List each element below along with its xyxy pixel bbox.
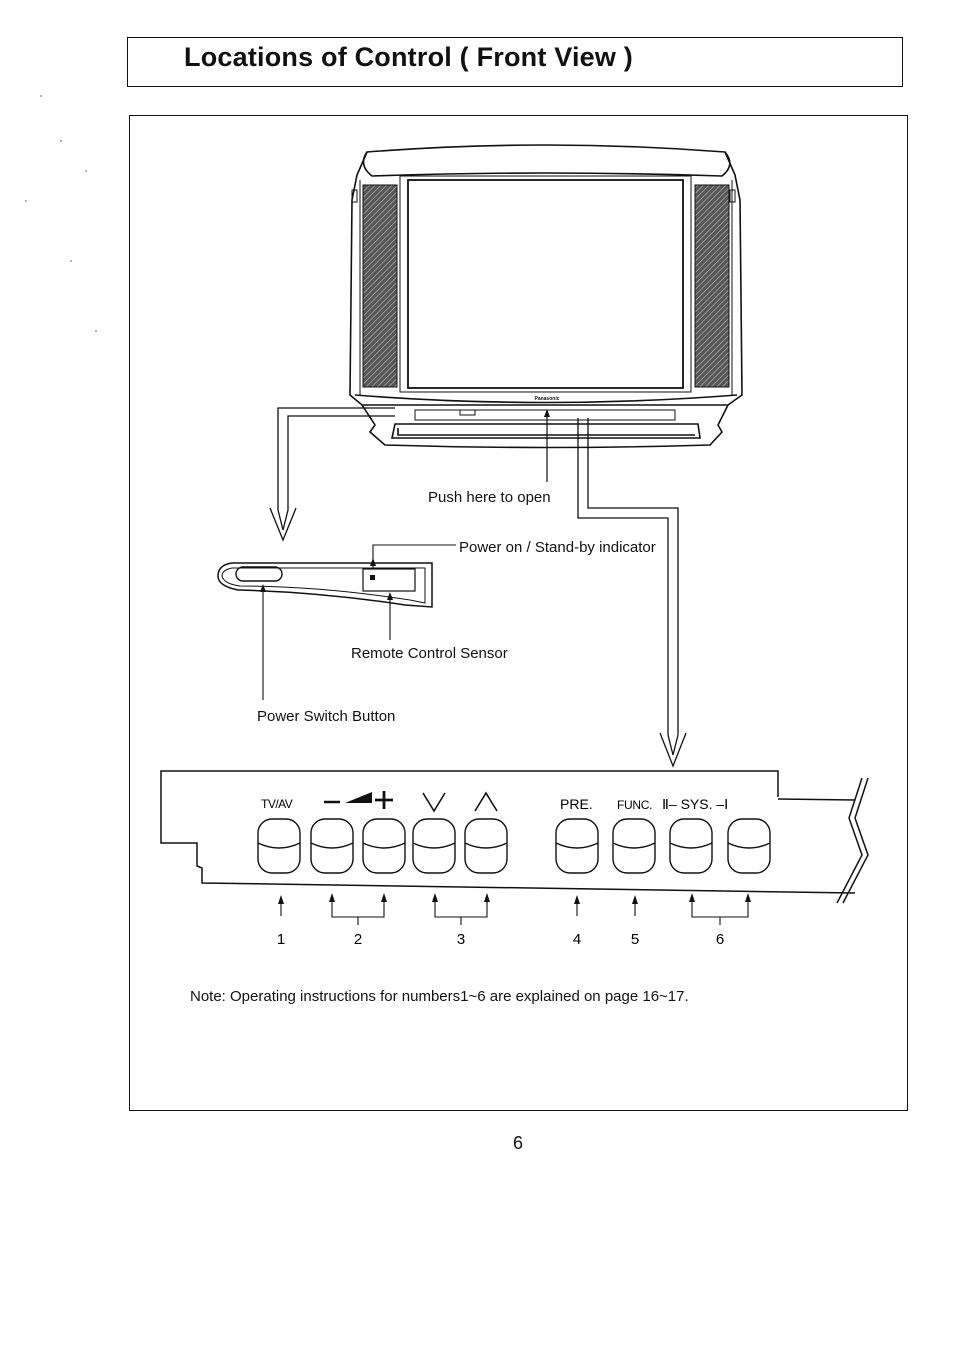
button-tvav[interactable]	[257, 818, 301, 874]
scan-speckle	[25, 200, 27, 202]
label-pre: PRE.	[560, 796, 593, 812]
power-switch-label: Power Switch Button	[257, 708, 396, 725]
number-label-4: 4	[573, 931, 581, 948]
scan-speckle	[40, 95, 42, 97]
button-sys-right[interactable]	[727, 818, 771, 874]
push-here-label: Push here to open	[428, 489, 551, 506]
diagram-frame	[129, 115, 908, 1111]
power-panel	[217, 562, 433, 608]
button-volume-down[interactable]	[310, 818, 354, 874]
number-label-2: 2	[354, 931, 362, 948]
page-title: Locations of Control ( Front View )	[184, 42, 633, 72]
tv-set	[349, 144, 743, 449]
button-func[interactable]	[612, 818, 656, 874]
note-text: Note: Operating instructions for numbers…	[190, 988, 689, 1005]
button-volume-up[interactable]	[362, 818, 406, 874]
scan-speckle	[85, 170, 87, 172]
left-callout-arrow	[269, 407, 395, 542]
remote-sensor-label: Remote Control Sensor	[351, 645, 508, 662]
label-func: FUNC.	[617, 798, 652, 812]
number-label-5: 5	[631, 931, 639, 948]
right-speaker-grille	[694, 184, 730, 388]
button-pre[interactable]	[555, 818, 599, 874]
button-sys-left[interactable]	[669, 818, 713, 874]
number-label-1: 1	[277, 931, 285, 948]
scan-speckle	[95, 330, 97, 332]
scan-speckle	[70, 260, 72, 262]
number-label-6: 6	[716, 931, 724, 948]
scan-speckle	[60, 140, 62, 142]
channel-up-icon	[474, 791, 498, 812]
channel-down-icon	[422, 792, 446, 813]
title-box: Locations of Control ( Front View )	[127, 37, 903, 87]
control-panel	[160, 770, 869, 904]
power-indicator-label: Power on / Stand-by indicator	[459, 539, 656, 556]
button-channel-down[interactable]	[412, 818, 456, 874]
number-label-3: 3	[457, 931, 465, 948]
page-number: 6	[513, 1133, 524, 1153]
power-indicator-led	[370, 575, 375, 580]
label-sys: Ⅱ– SYS. –Ⅰ	[662, 796, 728, 812]
number-pointers	[280, 900, 749, 925]
label-tvav: TV/AV	[261, 797, 293, 811]
volume-ramp-icon	[345, 792, 372, 803]
panel-buttons	[257, 818, 771, 874]
right-callout-arrow	[577, 418, 687, 768]
button-channel-up[interactable]	[464, 818, 508, 874]
left-speaker-grille	[362, 184, 398, 388]
brand-logo: Panasonic	[534, 396, 559, 402]
